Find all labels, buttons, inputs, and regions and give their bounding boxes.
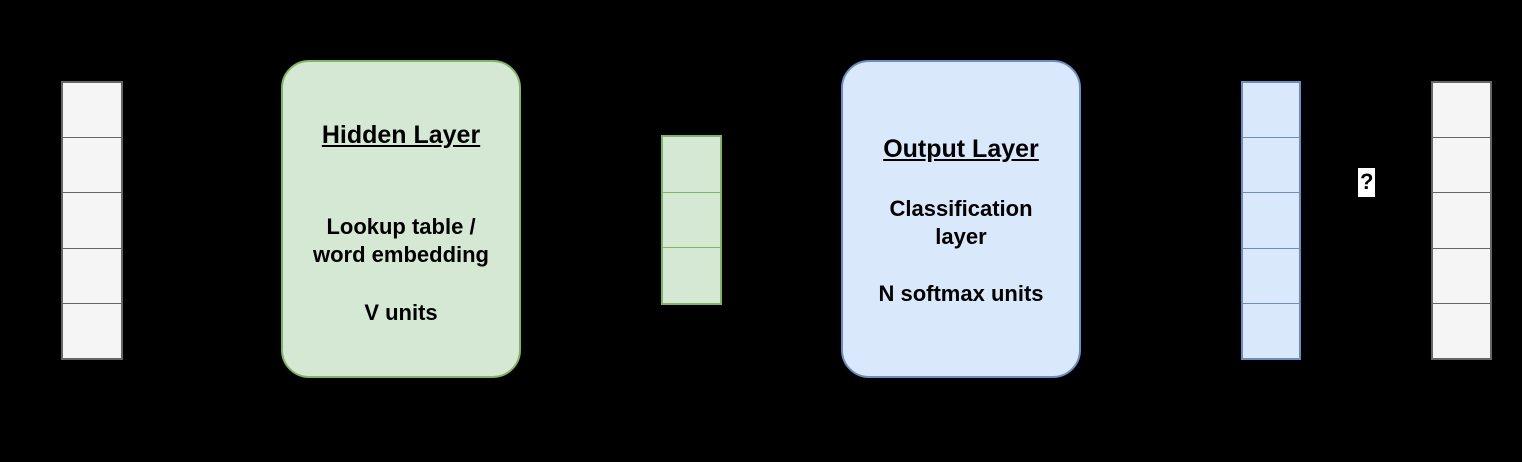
target-vector — [1431, 81, 1492, 360]
connector-hidden-to-embedding — [523, 217, 660, 223]
hidden-layer-text-units: V units — [364, 299, 438, 325]
connector-input-to-hidden — [125, 217, 280, 223]
hidden-layer-units: V units — [364, 299, 437, 327]
output-layer-text-layer: layer — [935, 223, 987, 249]
output-layer-title: Output Layer — [883, 135, 1039, 163]
output-layer-units: N softmax units — [878, 280, 1043, 308]
vector-cell — [663, 137, 720, 193]
vector-cell — [63, 303, 121, 359]
vector-cell — [1243, 138, 1299, 194]
vector-cell — [1433, 83, 1490, 139]
vector-cell — [1243, 83, 1299, 139]
vector-cell — [1243, 303, 1299, 359]
output-layer-text-classification: Classification — [889, 195, 1033, 221]
vector-cell — [1433, 138, 1490, 194]
connector-output-to-outputvector — [1083, 217, 1240, 223]
vector-cell — [663, 192, 720, 249]
question-mark-label: ? — [1358, 168, 1376, 197]
vector-cell — [63, 138, 121, 194]
hidden-layer-title: Hidden Layer — [321, 121, 481, 149]
hidden-layer-subtitle-line1: Lookup table / word embedding — [313, 213, 489, 269]
connector-outputvector-to-target — [1303, 217, 1430, 223]
hidden-layer-box: Hidden Layer Lookup table / word embeddi… — [281, 60, 521, 378]
softmax-output-vector — [1241, 81, 1301, 360]
input-one-hot-vector — [61, 81, 123, 360]
hidden-layer-text-embedding: word embedding — [313, 241, 489, 267]
vector-cell — [663, 248, 720, 304]
vector-cell — [63, 193, 121, 249]
vector-cell — [1243, 248, 1299, 304]
output-layer-subtitle: Classification layer — [889, 195, 1032, 251]
connector-embedding-to-output — [724, 217, 840, 223]
output-layer-box: Output Layer Classification layer N soft… — [841, 60, 1081, 378]
vector-cell — [1433, 193, 1490, 249]
embedding-vector — [661, 135, 722, 305]
vector-cell — [63, 248, 121, 304]
vector-cell — [1243, 193, 1299, 249]
vector-cell — [1433, 248, 1490, 304]
output-layer-text-softmax: N softmax units — [878, 280, 1044, 306]
vector-cell — [63, 83, 121, 139]
vector-cell — [1433, 303, 1490, 359]
hidden-layer-text-lookup: Lookup table / — [326, 213, 476, 239]
